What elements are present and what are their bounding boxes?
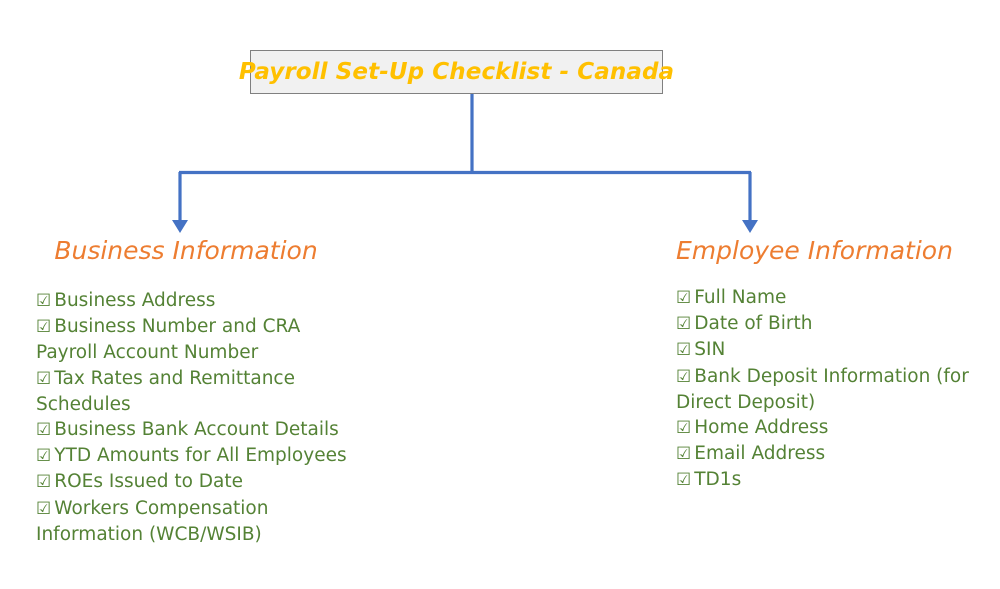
checkbox-checked-icon: ☑ [36, 446, 52, 467]
list-item[interactable]: ☑Business Number and CRA Payroll Account… [36, 314, 366, 365]
checkbox-checked-icon: ☑ [676, 470, 692, 491]
employee-information-heading: Employee Information [676, 236, 953, 265]
list-item[interactable]: ☑ROEs Issued to Date [36, 469, 366, 495]
list-item-label: Email Address [694, 443, 826, 465]
checkbox-checked-icon: ☑ [36, 368, 52, 389]
page-title: Payroll Set-Up Checklist - Canada [238, 59, 675, 85]
list-item[interactable]: ☑Date of Birth [676, 311, 996, 337]
list-item-label: Tax Rates and Remittance Schedules [36, 367, 295, 415]
arrow-head-right-icon [742, 220, 758, 233]
list-item-label: Business Address [54, 290, 216, 311]
list-item[interactable]: ☑SIN [676, 337, 996, 363]
list-item-label: Full Name [694, 287, 787, 308]
list-item-label: Business Bank Account Details [54, 419, 339, 441]
checkbox-checked-icon: ☑ [36, 317, 52, 338]
checkbox-checked-icon: ☑ [676, 288, 692, 308]
checkbox-checked-icon: ☑ [36, 291, 52, 311]
list-item-label: SIN [694, 339, 726, 361]
list-item[interactable]: ☑TD1s [676, 467, 996, 493]
arrow-head-left-icon [172, 220, 188, 233]
list-item-label: Date of Birth [694, 313, 813, 335]
business-information-checklist: ☑Business Address ☑Business Number and C… [36, 288, 366, 547]
business-information-column: Business Information ☑Business Address ☑… [36, 236, 366, 547]
checkbox-checked-icon: ☑ [36, 472, 52, 493]
list-item[interactable]: ☑Home Address [676, 415, 996, 441]
list-item-label: TD1s [694, 469, 742, 491]
checkbox-checked-icon: ☑ [676, 314, 692, 335]
checkbox-checked-icon: ☑ [676, 444, 692, 465]
diagram-title-box: Payroll Set-Up Checklist - Canada [239, 50, 674, 94]
checkbox-checked-icon: ☑ [676, 418, 692, 439]
checkbox-checked-icon: ☑ [36, 498, 52, 519]
list-item-label: ROEs Issued to Date [54, 471, 244, 493]
list-item[interactable]: ☑Email Address [676, 441, 996, 467]
list-item[interactable]: ☑YTD Amounts for All Employees [36, 443, 366, 469]
list-item[interactable]: ☑Workers Compensation Information (WCB/W… [36, 496, 366, 547]
checkbox-checked-icon: ☑ [676, 340, 692, 361]
list-item-label: Home Address [694, 417, 829, 439]
checkbox-checked-icon: ☑ [676, 366, 692, 387]
list-item-label: Workers Compensation Information (WCB/WS… [36, 497, 269, 545]
business-information-heading: Business Information [54, 236, 318, 265]
employee-information-checklist: ☑Full Name ☑Date of Birth ☑SIN ☑Bank Dep… [676, 285, 996, 494]
list-item[interactable]: ☑Full Name [676, 285, 996, 311]
list-item-label: Business Number and CRA Payroll Account … [36, 316, 301, 364]
checkbox-checked-icon: ☑ [36, 420, 52, 441]
list-item-label: Bank Deposit Information (for Direct Dep… [676, 365, 969, 413]
employee-information-column: Employee Information ☑Full Name ☑Date of… [676, 236, 996, 494]
list-item[interactable]: ☑Business Address [36, 288, 366, 314]
list-item[interactable]: ☑Bank Deposit Information (for Direct De… [676, 364, 996, 415]
list-item[interactable]: ☑Tax Rates and Remittance Schedules [36, 366, 366, 417]
list-item[interactable]: ☑Business Bank Account Details [36, 417, 366, 443]
list-item-label: YTD Amounts for All Employees [54, 445, 347, 467]
